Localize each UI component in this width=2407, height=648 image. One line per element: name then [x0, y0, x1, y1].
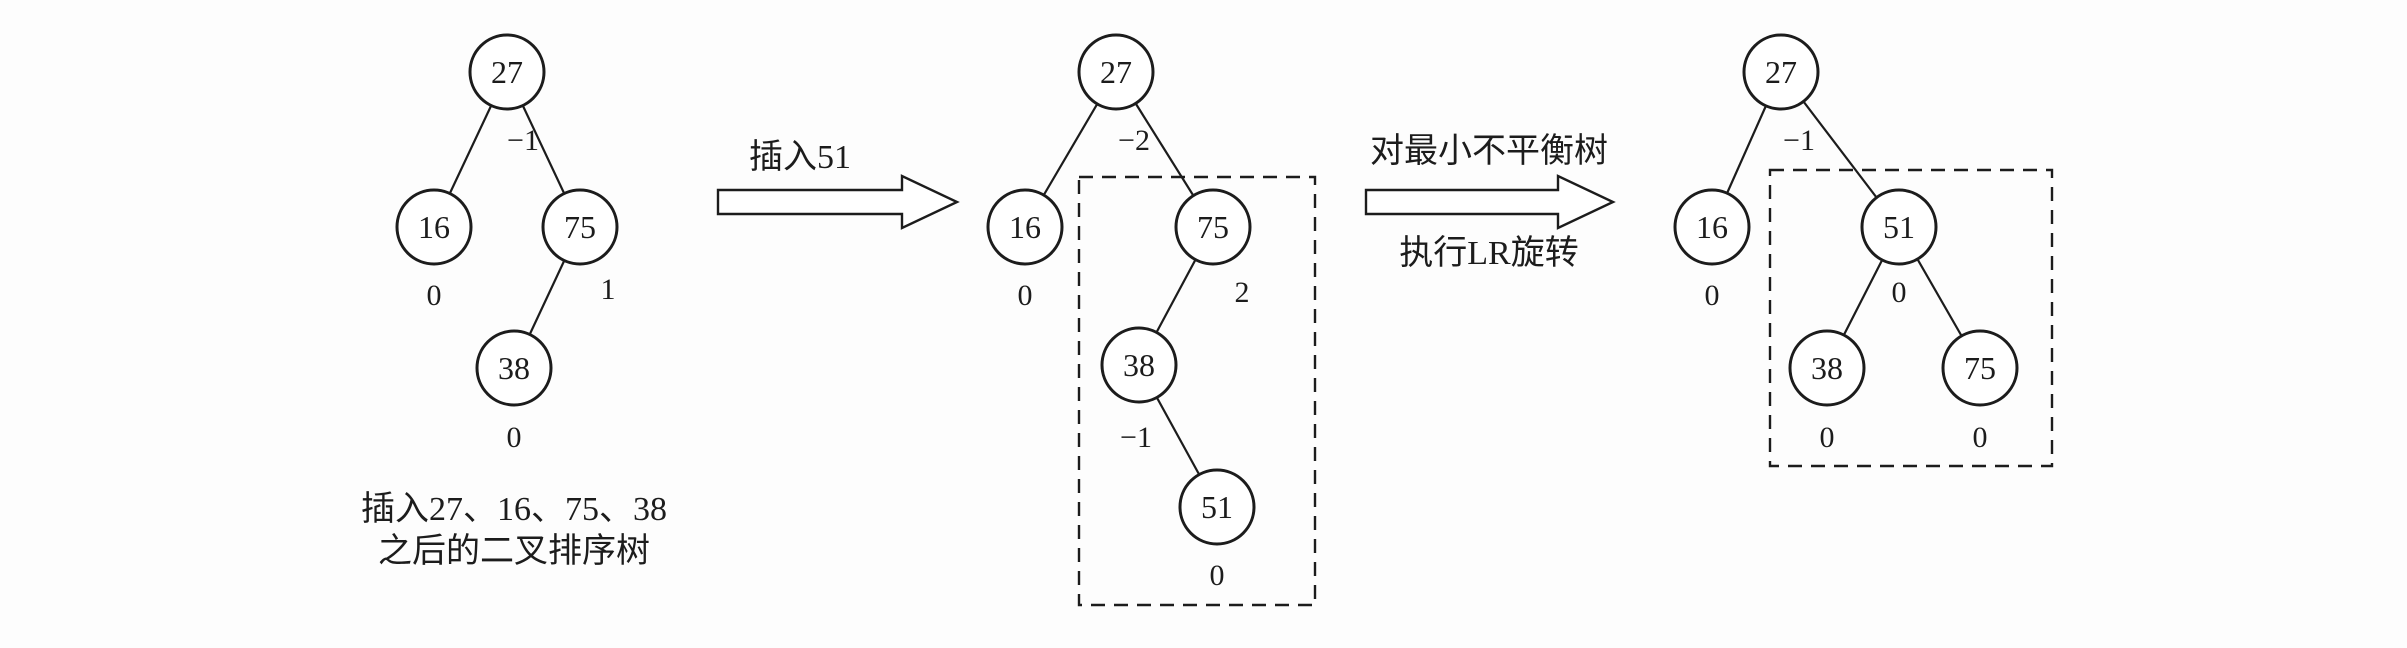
node-circle: [986, 188, 1064, 266]
right-block-arrow-icon: [716, 174, 960, 230]
insert-arrow-group: 插入51: [716, 138, 960, 230]
tree-after: 27 16 51 38 75 −1 0 0 0 0: [1673, 33, 2054, 468]
tree-before-caption-line2: 之后的二叉排序树: [378, 532, 650, 570]
balance-factor: 1: [601, 273, 616, 306]
node-value: 51: [1201, 489, 1233, 525]
tree-node: 75: [1174, 188, 1252, 266]
balance-factor: 2: [1235, 276, 1250, 309]
node-circle: [541, 188, 619, 266]
balance-factor: 0: [1973, 421, 1988, 454]
balance-factor: 0: [1018, 279, 1033, 312]
node-value: 27: [491, 54, 523, 90]
balance-factor: 0: [1705, 279, 1720, 312]
tree-node: 51: [1860, 188, 1938, 266]
node-circle: [1673, 188, 1751, 266]
rotate-arrow-label-line1: 对最小不平衡树: [1370, 132, 1608, 170]
node-circle: [468, 33, 546, 111]
node-circle: [1742, 33, 1820, 111]
node-circle: [1174, 188, 1252, 266]
tree-node: 27: [468, 33, 546, 111]
tree-node: 51: [1178, 468, 1256, 546]
tree-node: 38: [1100, 326, 1178, 404]
balance-factor: −2: [1118, 124, 1150, 157]
unbalanced-subtree-box: [1077, 175, 1317, 607]
rotated-subtree-box: [1768, 168, 2054, 468]
node-value: 16: [418, 209, 450, 245]
node-value: 38: [1123, 347, 1155, 383]
tree-node: 75: [541, 188, 619, 266]
tree-node: 27: [1742, 33, 1820, 111]
node-value: 51: [1883, 209, 1915, 245]
insert-arrow-label: 插入51: [749, 138, 851, 176]
node-value: 75: [1197, 209, 1229, 245]
tree-node: 75: [1941, 329, 2019, 407]
node-value: 27: [1100, 54, 1132, 90]
node-value: 16: [1696, 209, 1728, 245]
balance-factor: 0: [1210, 559, 1225, 592]
node-value: 38: [498, 350, 530, 386]
tree-node: 27: [1077, 33, 1155, 111]
tree-before: 27 16 75 38 −1 0 1 0 插入27、16、75、38 之后的二叉…: [361, 33, 667, 570]
node-circle: [475, 329, 553, 407]
node-value: 38: [1811, 350, 1843, 386]
node-circle: [1788, 329, 1866, 407]
balance-factor: 0: [507, 421, 522, 454]
tree-unbalanced: 27 16 75 38 51 −2 0 2 −1 0: [986, 33, 1317, 607]
tree-node: 38: [475, 329, 553, 407]
node-value: 16: [1009, 209, 1041, 245]
right-block-arrow-icon: [1364, 174, 1616, 230]
node-circle: [1860, 188, 1938, 266]
node-circle: [1100, 326, 1178, 404]
balance-factor: 0: [427, 279, 442, 312]
node-value: 27: [1765, 54, 1797, 90]
node-value: 75: [1964, 350, 1996, 386]
tree-before-caption-line1: 插入27、16、75、38: [361, 490, 667, 528]
node-value: 75: [564, 209, 596, 245]
tree-node: 16: [986, 188, 1064, 266]
node-circle: [1178, 468, 1256, 546]
rotate-arrow-label-line2: 执行LR旋转: [1399, 234, 1578, 272]
tree-node: 16: [395, 188, 473, 266]
tree-node: 16: [1673, 188, 1751, 266]
balance-factor: −1: [507, 124, 539, 157]
node-circle: [1077, 33, 1155, 111]
balance-factor: −1: [1120, 421, 1152, 454]
balance-factor: −1: [1783, 124, 1815, 157]
balance-factor: 0: [1892, 276, 1907, 309]
rotate-arrow-group: 对最小不平衡树 执行LR旋转: [1364, 132, 1616, 272]
node-circle: [1941, 329, 2019, 407]
node-circle: [395, 188, 473, 266]
tree-node: 38: [1788, 329, 1866, 407]
balance-factor: 0: [1820, 421, 1835, 454]
